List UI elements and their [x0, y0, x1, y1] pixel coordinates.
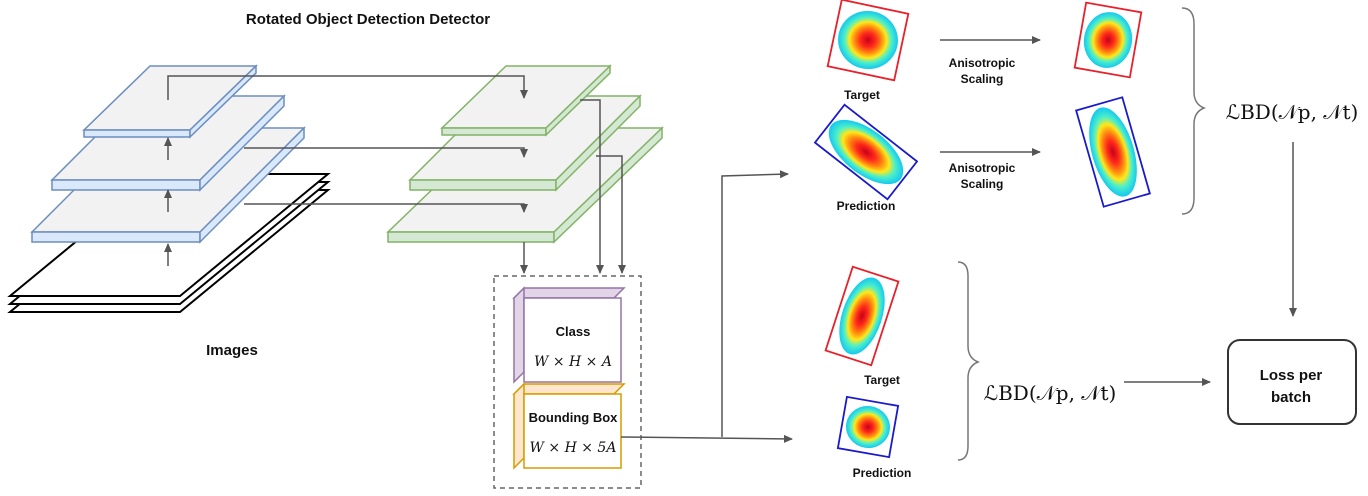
bottom-target-label: Target [864, 373, 900, 387]
lateral-arrow-top [167, 75, 528, 100]
backbone-layer-top [82, 64, 258, 139]
top-loss-formula: ℒBD(𝒩p, 𝒩t) [1226, 100, 1359, 124]
fpn-to-head-arrow-2 [596, 155, 626, 274]
branch-arrow-bottom [620, 434, 793, 443]
bottom-brace [957, 261, 981, 461]
loss-per-batch-box [1227, 339, 1357, 425]
images-label: Images [206, 342, 258, 359]
branch-arrow-top [721, 170, 789, 437]
scaling-label-1-line2: Scaling [961, 72, 1004, 86]
loss-per-batch-line2: batch [1271, 389, 1311, 406]
diagram-title: Rotated Object Detection Detector [246, 11, 490, 28]
class-block: Class W × H × A [512, 286, 626, 384]
bbox-block: Bounding Box W × H × 5A [512, 382, 626, 470]
lateral-arrow-bottom [244, 203, 528, 213]
bottom-target-gaussian [824, 265, 900, 367]
fpn-layers [386, 64, 664, 244]
scaling-label-1-line1: Anisotropic [949, 56, 1016, 70]
class-shape: W × H × A [534, 354, 612, 370]
class-label: Class [556, 324, 591, 339]
fpn-layer-middle [408, 94, 642, 192]
scaled-target-gaussian [1073, 1, 1143, 79]
branch-arrows [620, 170, 793, 443]
top-target-gaussian [826, 0, 910, 82]
bbox-label: Bounding Box [529, 410, 619, 425]
scaled-prediction-gaussian [1075, 96, 1151, 208]
scaling-label-2-line2: Scaling [961, 177, 1004, 191]
bottom-loss-formula: ℒBD(𝒩p, 𝒩t) [984, 381, 1117, 405]
bbox-shape: W × H × 5A [530, 440, 617, 456]
top-prediction-gaussian [813, 103, 919, 201]
bottom-prediction-label: Prediction [853, 466, 912, 480]
top-target-label: Target [844, 88, 880, 102]
top-prediction-label: Prediction [837, 199, 896, 213]
lateral-arrow-middle [244, 147, 528, 158]
top-brace [1181, 7, 1207, 215]
detection-head-box [493, 275, 642, 489]
scaling-label-2-line1: Anisotropic [949, 161, 1016, 175]
lateral-connections [164, 75, 626, 274]
fpn-to-head-arrow-1 [580, 99, 604, 274]
bottom-prediction-gaussian [836, 395, 900, 459]
loss-per-batch-line1: Loss per [1260, 367, 1323, 384]
